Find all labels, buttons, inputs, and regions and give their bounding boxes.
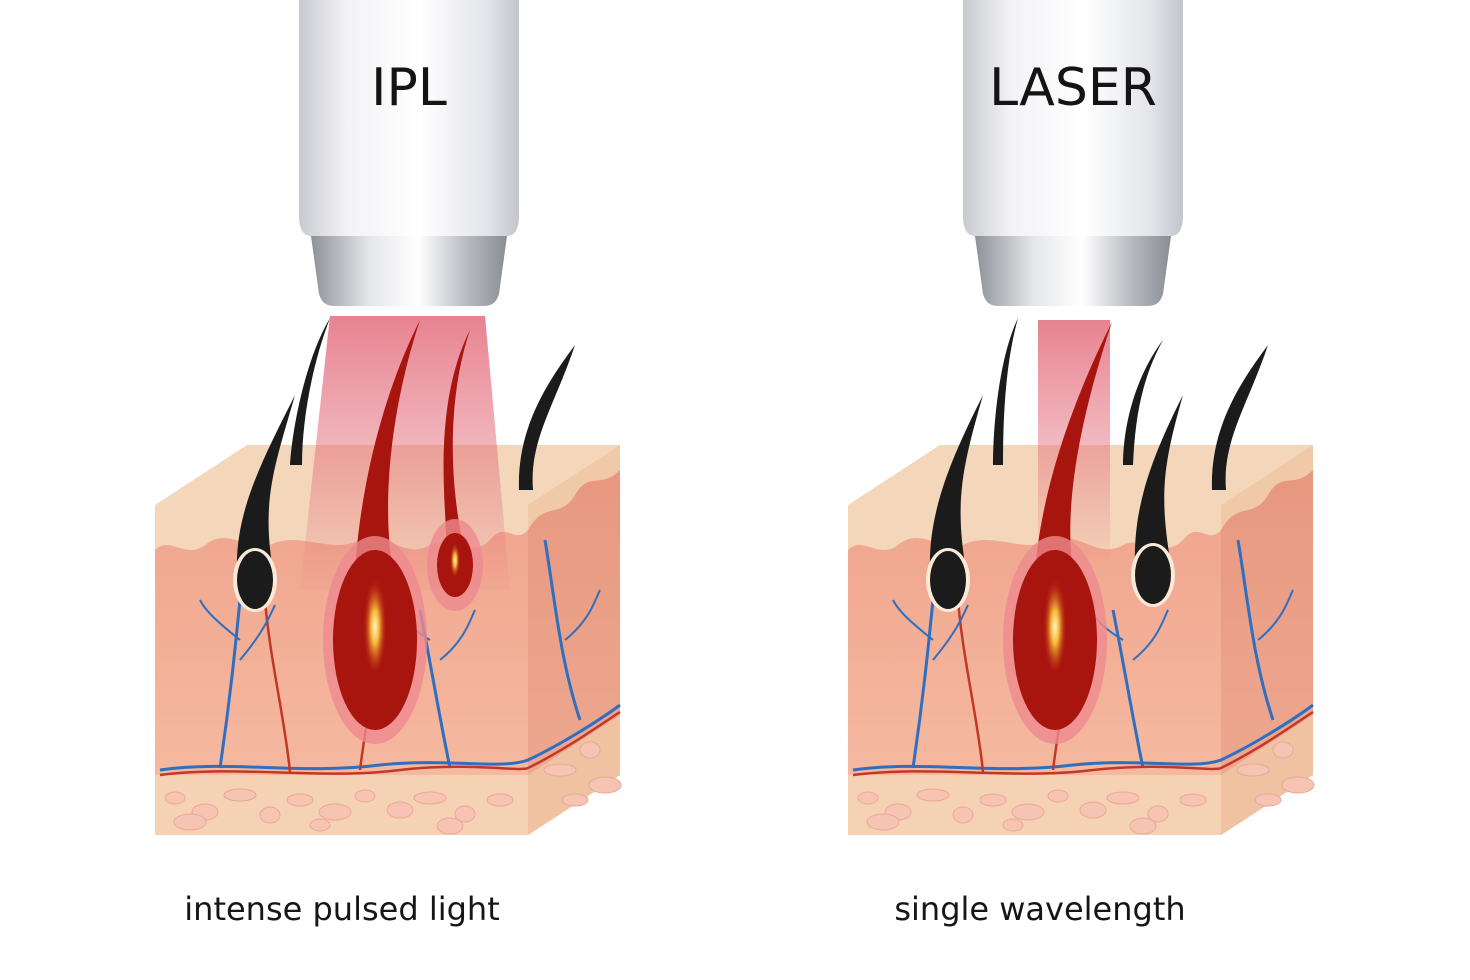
artery — [852, 710, 1314, 777]
heat-glow — [449, 541, 461, 577]
handpiece-tip — [311, 236, 507, 306]
fat-cell — [286, 793, 314, 807]
capillary — [892, 599, 934, 641]
fat-cell — [436, 817, 464, 835]
fat-cell — [164, 791, 186, 805]
capillary — [564, 589, 601, 641]
laser-panel: LASER single wavelength — [848, 0, 1315, 928]
fat-cell — [561, 793, 589, 807]
fat-cell — [579, 741, 601, 759]
fat-cell — [1281, 776, 1315, 794]
capillary — [932, 604, 969, 661]
fat-cell — [1236, 763, 1270, 777]
fat-cell — [543, 763, 577, 777]
fat-cell — [1254, 793, 1282, 807]
hair-shaft — [236, 395, 295, 570]
laser-skin-block — [848, 318, 1315, 835]
fat-cell — [588, 776, 622, 794]
heated-follicle — [427, 330, 483, 611]
capillary — [439, 609, 476, 661]
vein — [543, 539, 582, 721]
fat-cell — [1011, 803, 1045, 821]
fat-cell — [309, 818, 331, 832]
vein — [1111, 609, 1145, 769]
handpiece-body — [299, 0, 519, 236]
fat-cell — [1047, 789, 1069, 803]
handpiece-body — [963, 0, 1183, 236]
fat-cell — [486, 793, 514, 807]
fat-cell — [1272, 741, 1294, 759]
artery — [159, 710, 621, 777]
heated-follicle — [323, 320, 427, 744]
hair — [233, 395, 295, 612]
fat-cell — [386, 801, 414, 819]
hair — [518, 345, 575, 490]
ipl-caption: intense pulsed light — [184, 890, 499, 928]
epidermis-side — [528, 445, 620, 530]
fat-cell — [454, 805, 476, 823]
heated-hair-shaft — [1034, 322, 1112, 586]
fat-cell — [866, 813, 900, 831]
fat-cell — [259, 806, 281, 824]
hair-bulb — [237, 551, 273, 609]
hair — [926, 395, 983, 612]
laser-handpiece: LASER — [963, 0, 1183, 306]
ipl-handpiece: IPL — [299, 0, 519, 306]
heated-hair-shaft — [354, 320, 420, 586]
hair-shaft — [929, 395, 983, 570]
laser-caption: single wavelength — [894, 890, 1185, 928]
fat-cell — [952, 806, 974, 824]
hair-shaft — [1134, 395, 1183, 565]
capillary — [199, 599, 241, 641]
hair-bulb — [1135, 546, 1171, 604]
fat-cell — [413, 791, 447, 805]
fat-cell — [318, 803, 352, 821]
vein — [911, 599, 935, 769]
hair-bulb — [930, 551, 966, 609]
ipl-heated-follicles — [323, 320, 483, 744]
hair — [1131, 395, 1183, 607]
laser-heated-follicles — [1003, 322, 1112, 744]
fat-cell — [223, 788, 257, 802]
fat-cell — [1002, 818, 1024, 832]
vein — [1236, 539, 1275, 721]
hair — [1211, 345, 1268, 490]
heated-follicle — [1003, 322, 1112, 744]
capillary — [1257, 589, 1294, 641]
ipl-device-label: IPL — [371, 58, 447, 118]
vein — [218, 599, 242, 769]
heated-hair-shaft — [443, 330, 470, 546]
fat-cell — [354, 789, 376, 803]
fat-cell — [916, 788, 950, 802]
hair-shaft — [993, 318, 1018, 465]
handpiece-tip — [975, 236, 1171, 306]
fat-cell — [1147, 805, 1169, 823]
fat-cell — [1106, 791, 1140, 805]
vein — [159, 703, 621, 772]
capillary — [239, 604, 276, 661]
heat-glow — [363, 572, 387, 672]
heat-glow — [1043, 572, 1067, 672]
fat-cell — [979, 793, 1007, 807]
fat-cell — [1129, 817, 1157, 835]
epidermis-side — [1221, 445, 1313, 530]
fat-cell — [173, 813, 207, 831]
vein — [852, 703, 1314, 772]
fat-cell — [1079, 801, 1107, 819]
hair-shaft — [1211, 345, 1268, 490]
hair-shaft — [518, 345, 575, 490]
capillary — [1132, 609, 1169, 661]
hair-shaft — [290, 318, 330, 465]
laser-device-label: LASER — [989, 58, 1157, 118]
fat-cell — [857, 791, 879, 805]
hair-shaft — [1123, 340, 1163, 465]
ipl-panel: IPL intense pulsed light — [155, 0, 622, 928]
fat-cell — [1179, 793, 1207, 807]
